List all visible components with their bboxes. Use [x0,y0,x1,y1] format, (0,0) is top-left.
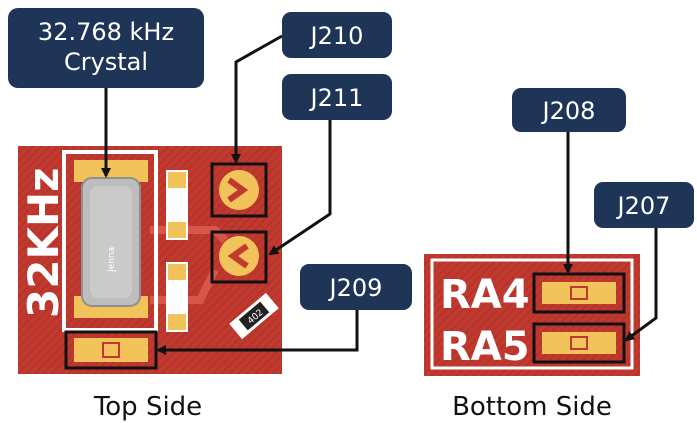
bottom-side-board: RA4 RA5 [424,254,640,376]
silkscreen-ra4: RA4 [440,272,530,318]
jumper-j209 [64,330,158,370]
crystal-body-face [90,186,132,298]
silkscreen-32khz: 32KHz [19,167,68,318]
jumper-j210 [210,162,268,218]
resistor-r1: 402 [166,170,188,240]
bottom-silk-outline [430,258,634,370]
leader-j209 [156,308,359,355]
callout-j211-label: J211 [309,84,364,112]
crystal-pad [74,160,148,182]
callout-j208: J208 [512,88,626,132]
jumper-j211 [210,230,268,284]
leader-j207 [624,226,658,342]
callout-j207: J207 [594,182,694,228]
resistor-r1-label: 402 [174,198,184,215]
jumper-j207 [532,322,626,364]
jumper-j208 [532,272,626,314]
leader-j211 [268,104,332,256]
caption-top-side: Top Side [93,392,202,422]
caption-bottom-side: Bottom Side [452,392,612,422]
callout-j209-label: J209 [328,274,383,302]
callout-crystal: 32.768 kHz Crystal [8,8,204,88]
callout-j211: J211 [282,74,392,120]
callout-crystal-line2: Crystal [64,48,148,76]
crystal-outline [62,150,158,332]
callout-crystal-line1: 32.768 kHz [38,18,174,46]
resistor-r2-label: 402 [174,290,184,307]
callout-j208-label: J208 [541,97,596,125]
resistor-r2: 402 [166,262,188,332]
resistor-r3: 402 [229,292,279,340]
callout-j209: J209 [300,264,412,310]
callout-j210: J210 [282,12,392,58]
callout-j210-label: J210 [309,22,364,50]
top-side-board: 32KHz Jenna 402 402 [18,146,282,374]
crystal-marking: Jenna [107,247,117,273]
silkscreen-ra5: RA5 [440,324,530,370]
callout-leaders [101,34,658,355]
callout-j207-label: J207 [616,192,671,220]
leader-j210 [231,34,283,164]
